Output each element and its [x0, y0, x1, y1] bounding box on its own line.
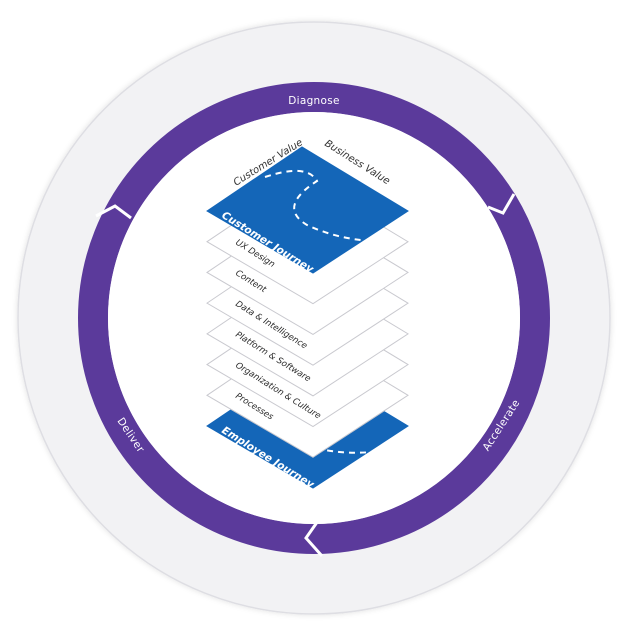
customer-journey-path	[264, 170, 373, 242]
chevron-upper-right	[487, 193, 516, 215]
customer-journey-plane	[206, 146, 409, 274]
employee-journey-path	[284, 437, 373, 454]
chevron-bottom	[304, 517, 324, 557]
chevron-upper-left	[95, 204, 132, 220]
cycle-label-diagnose[interactable]: Diagnose	[288, 95, 340, 107]
cycle-ring	[78, 82, 550, 554]
cycle-chevrons	[95, 193, 516, 557]
